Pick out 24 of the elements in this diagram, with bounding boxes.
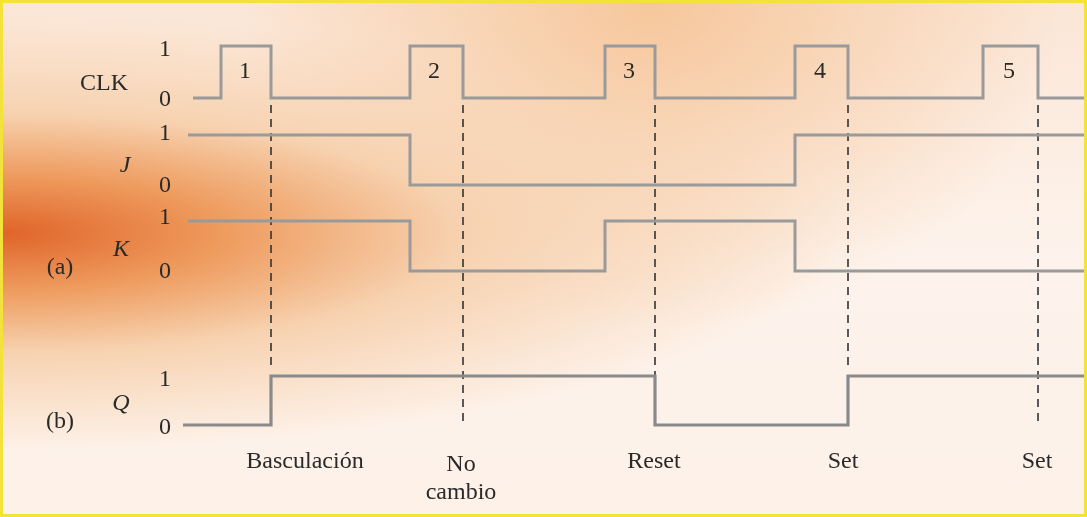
signal-name: Q xyxy=(112,389,130,417)
pulse-number: 2 xyxy=(428,57,440,85)
state-label: No cambio xyxy=(424,450,498,506)
panel-label: (b) xyxy=(46,407,74,435)
level-label: 0 xyxy=(159,85,171,113)
pulse-number: 5 xyxy=(1003,57,1015,85)
state-label: Set xyxy=(1021,447,1053,475)
signal-name: CLK xyxy=(80,69,128,97)
signal-name: K xyxy=(113,235,129,263)
state-label: Basculación xyxy=(246,447,364,475)
pulse-number: 3 xyxy=(623,57,635,85)
signal-name: J xyxy=(119,151,131,179)
level-label: 0 xyxy=(159,171,171,199)
level-label: 0 xyxy=(159,257,171,285)
pulse-number: 4 xyxy=(814,57,826,85)
level-label: 1 xyxy=(159,119,171,147)
level-label: 1 xyxy=(159,203,171,231)
state-label: Set xyxy=(827,447,859,475)
panel-label: (a) xyxy=(46,253,74,281)
level-label: 1 xyxy=(159,365,171,393)
level-label: 0 xyxy=(159,413,171,441)
pulse-number: 1 xyxy=(239,57,251,85)
state-label: Reset xyxy=(627,447,681,475)
level-label: 1 xyxy=(159,35,171,63)
